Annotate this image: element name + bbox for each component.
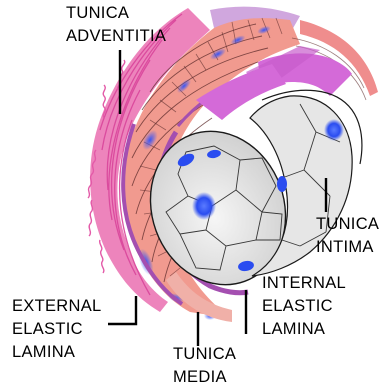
tunica-adventitia-label: TUNICA ADVENTITIA [66, 2, 166, 48]
external-elastic-lamina-label: EXTERNAL ELASTIC LAMINA [12, 295, 102, 364]
tunica-media-label: TUNICA MEDIA [173, 343, 236, 389]
internal-elastic-lamina-label: INTERNAL ELASTIC LAMINA [262, 272, 346, 341]
external-elastic-leader-line [108, 296, 136, 324]
tunica-intima-label: TUNICA INTIMA [316, 213, 379, 259]
